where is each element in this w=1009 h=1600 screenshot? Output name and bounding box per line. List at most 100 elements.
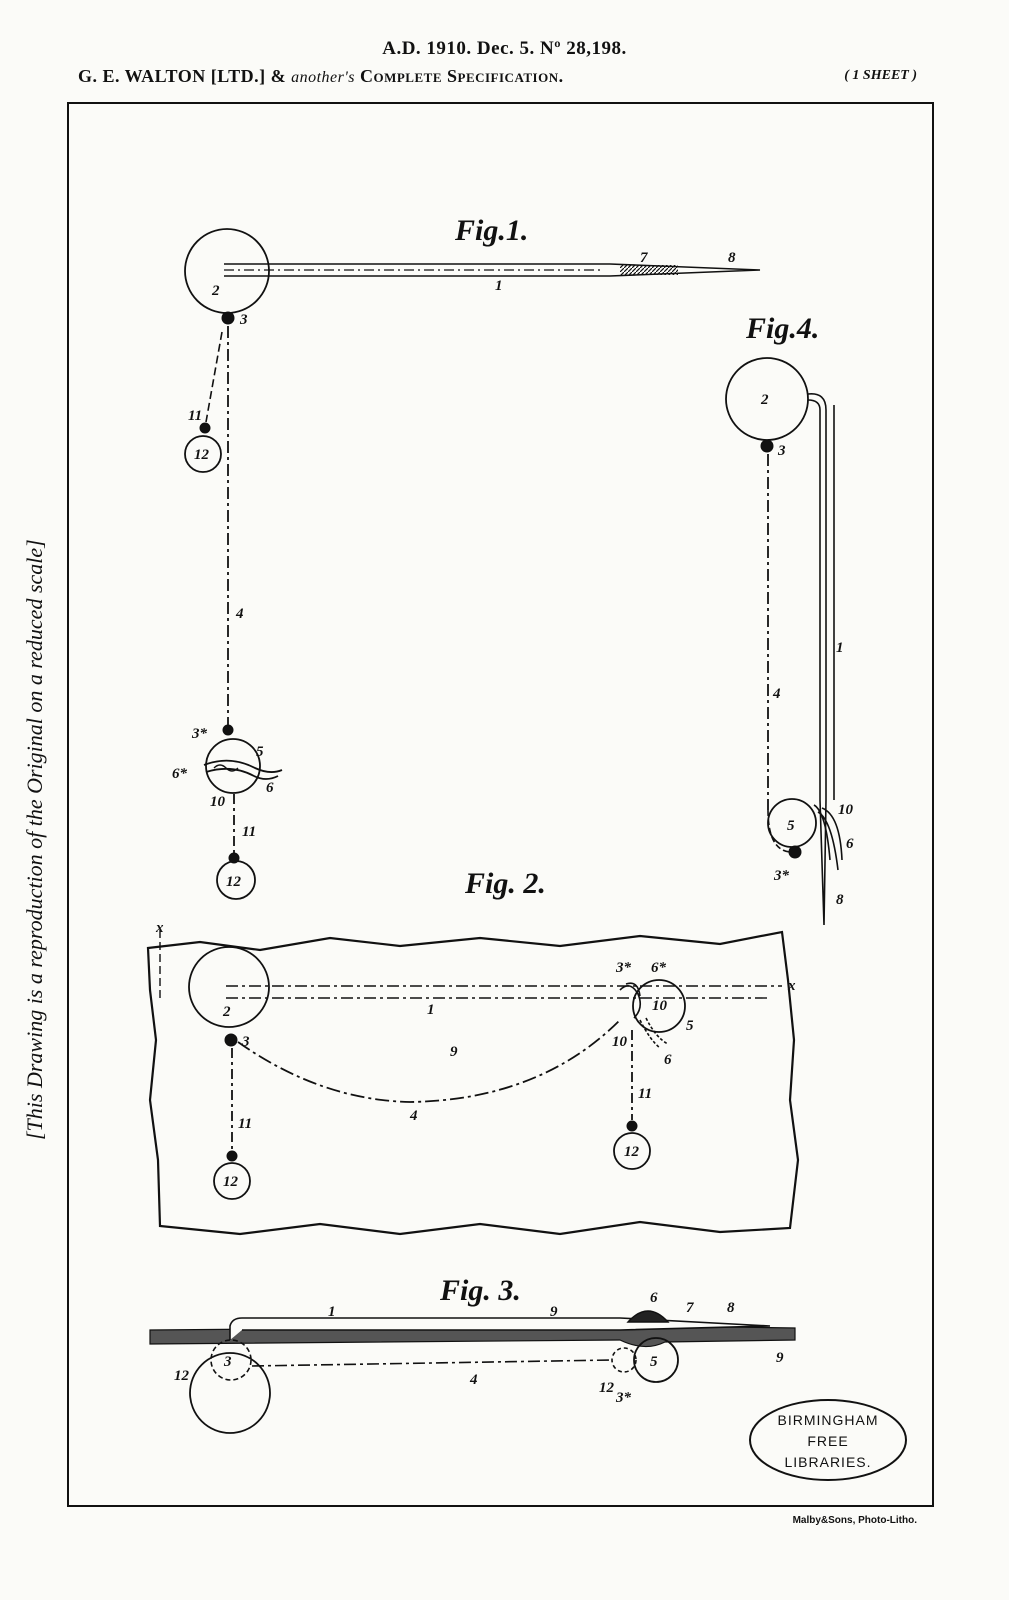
eyelet-11-right-fig2 <box>626 1120 638 1132</box>
label-9-fig3: 9 <box>550 1304 558 1320</box>
ring-12-right-fig2 <box>613 1132 651 1170</box>
specification-text: Complete Specification. <box>354 66 564 86</box>
label-4: 4 <box>235 606 244 622</box>
eyelet-3-star <box>222 724 234 736</box>
label-3-star-fig4: 3* <box>773 868 790 884</box>
applicant-text: G. E. WALTON [LTD.] & <box>78 66 292 86</box>
label-2-fig2: 2 <box>222 1004 231 1020</box>
label-6: 6 <box>266 780 274 796</box>
label-6-star-fig2: 6* <box>651 960 667 976</box>
eyelet-3-fig4 <box>760 439 774 453</box>
fig-2-title: Fig. 2. <box>464 867 546 900</box>
cord-4-loop-fig4 <box>767 809 791 853</box>
label-3-fig3: 3 <box>223 1354 232 1370</box>
ring-12-lower <box>216 860 256 900</box>
stamp-line-2: FREE <box>807 1433 848 1449</box>
stamp-line-1: BIRMINGHAM <box>778 1412 879 1428</box>
ring-5-fig2 <box>632 979 686 1033</box>
label-3-star-fig3: 3* <box>615 1390 632 1406</box>
needle-1 <box>224 263 761 277</box>
label-11-lower: 11 <box>242 824 256 840</box>
label-4-fig2: 4 <box>409 1108 418 1124</box>
specification-header: G. E. WALTON [LTD.] & another's Complete… <box>78 66 564 87</box>
label-2: 2 <box>211 283 220 299</box>
label-6-fig4: 6 <box>846 836 854 852</box>
drawing-border <box>67 102 934 1507</box>
label-5-fig4: 5 <box>787 818 795 834</box>
label-1-fig4: 1 <box>836 640 844 656</box>
ring-12-left-fig2 <box>213 1162 251 1200</box>
label-3-star: 3* <box>191 726 208 742</box>
ring-12-fig3 <box>210 1339 252 1381</box>
label-9-fig2: 9 <box>450 1044 458 1060</box>
ring-2 <box>184 228 270 314</box>
binding-7 <box>620 265 678 275</box>
tie-6-fig4 <box>813 804 843 871</box>
label-11-left-fig2: 11 <box>238 1116 252 1132</box>
label-4-fig3: 4 <box>469 1372 478 1388</box>
label-12-upper: 12 <box>194 447 210 463</box>
ring-12-right-fig3 <box>611 1347 637 1373</box>
tie-6-fig2 <box>639 1017 669 1049</box>
label-12-fig3: 12 <box>174 1368 190 1384</box>
ring-2-fig2 <box>188 946 270 1028</box>
label-5-fig3: 5 <box>650 1354 658 1370</box>
label-10-inner-fig2: 10 <box>652 998 668 1014</box>
label-1: 1 <box>495 278 503 294</box>
label-5-fig2: 5 <box>686 1018 694 1034</box>
knot-10-fig2 <box>619 982 642 1019</box>
label-12-lower: 12 <box>226 874 242 890</box>
label-12-right-fig3: 12 <box>599 1380 615 1396</box>
tie-6 <box>203 759 283 780</box>
label-8: 8 <box>728 250 736 266</box>
fig-3-title: Fig. 3. <box>439 1274 521 1307</box>
figure-2 <box>146 930 800 1236</box>
printer-credit: Malby&Sons, Photo-Litho. <box>792 1515 917 1526</box>
label-5: 5 <box>256 744 264 760</box>
eyelet-11-left-fig2 <box>226 1150 238 1162</box>
label-10-fig4: 10 <box>838 802 854 818</box>
label-6-star: 6* <box>172 766 188 782</box>
stamp-line-3: LIBRARIES. <box>784 1454 871 1470</box>
label-12-left-fig2: 12 <box>223 1174 239 1190</box>
label-3: 3 <box>239 312 248 328</box>
sheet-count: ( 1 SHEET ) <box>844 68 917 83</box>
ring-5 <box>205 738 261 794</box>
label-8-fig4: 8 <box>836 892 844 908</box>
figure-1 <box>184 228 761 900</box>
label-x-right: x <box>787 978 796 994</box>
applicant-italic-text: another's <box>291 69 355 86</box>
label-6-fig3: 6 <box>650 1290 658 1306</box>
ring-5-fig3 <box>633 1337 679 1383</box>
label-2-fig4: 2 <box>760 392 769 408</box>
fig-1-title: Fig.1. <box>454 214 528 247</box>
cord-4-fig2 <box>237 1019 621 1103</box>
figure-3 <box>149 1310 796 1434</box>
label-11-upper: 11 <box>188 408 202 424</box>
needle-1-fig4 <box>807 393 827 926</box>
eyelet-11 <box>199 422 211 434</box>
patent-number-header: A.D. 1910. Dec. 5. Nº 28,198. <box>382 38 627 59</box>
label-10: 10 <box>210 794 226 810</box>
needle-1-fig3 <box>229 1317 771 1340</box>
fabric-9 <box>146 930 800 1236</box>
figure-4 <box>725 357 843 926</box>
label-6-fig2: 6 <box>664 1052 672 1068</box>
cord-11-upper <box>205 331 223 423</box>
label-1-fig2: 1 <box>427 1002 435 1018</box>
eyelet-3 <box>221 311 235 325</box>
tie-6-fig3 <box>626 1310 670 1323</box>
cord-4-fig3 <box>251 1359 613 1367</box>
label-7-fig3: 7 <box>686 1300 694 1316</box>
label-12-right-fig2: 12 <box>624 1144 640 1160</box>
label-3-star-fig2: 3* <box>615 960 632 976</box>
label-9-right-fig3: 9 <box>776 1350 784 1366</box>
label-8-fig3: 8 <box>727 1300 735 1316</box>
label-7: 7 <box>640 250 648 266</box>
label-3-fig2: 3 <box>241 1034 250 1050</box>
ring-12-upper <box>184 435 222 473</box>
label-10-fig2: 10 <box>612 1034 628 1050</box>
label-1-fig3: 1 <box>328 1304 336 1320</box>
eyelet-3-star-fig4 <box>788 845 802 859</box>
